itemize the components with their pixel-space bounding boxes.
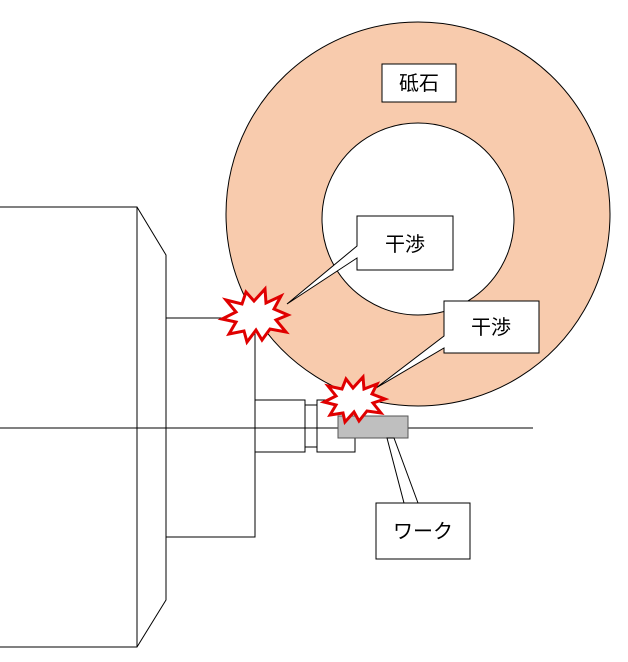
collet-block-large	[254, 399, 306, 453]
interference-label-bore: 干渉	[385, 232, 425, 256]
callout-interference-bore	[286, 215, 454, 305]
collision-burst-icon	[319, 373, 390, 426]
callout-interference-chuck	[375, 300, 540, 389]
grinding-wheel-label: 砥石	[399, 71, 439, 95]
workpiece-label: ワーク	[393, 519, 453, 543]
grinding-wheel-label-box: 砥石	[381, 63, 457, 103]
collet-block-mid	[304, 404, 318, 448]
workpiece	[337, 415, 409, 439]
collision-burst-icon	[217, 285, 292, 346]
spindle-headstock	[0, 206, 167, 648]
interference-label-chuck: 干渉	[471, 315, 511, 339]
